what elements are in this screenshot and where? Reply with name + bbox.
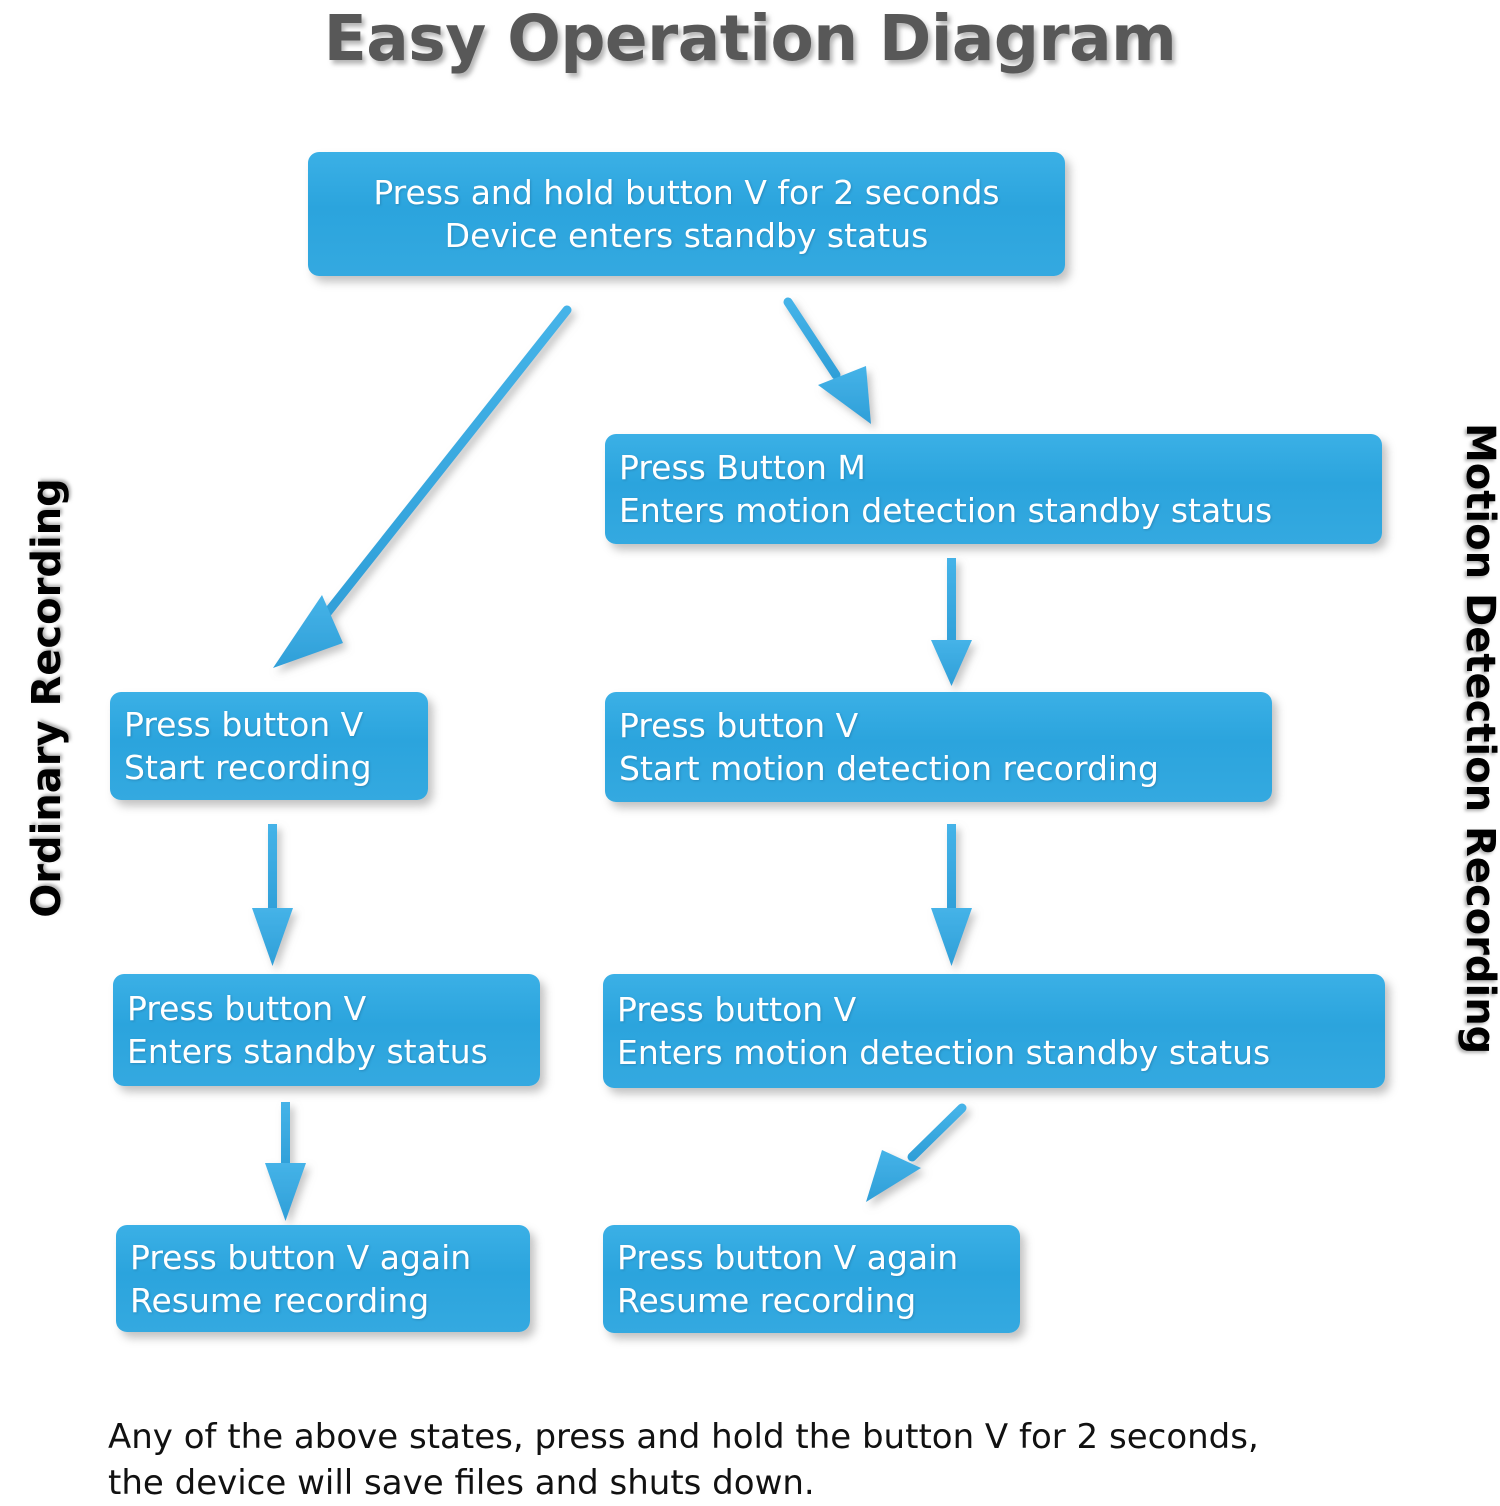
- box-line-2: Start motion detection recording: [619, 749, 1159, 788]
- box-line-2: Enters motion detection standby status: [617, 1033, 1271, 1072]
- box-ordinary-start-recording[interactable]: Press button V Start recording: [110, 692, 428, 800]
- box-line-1: Press and hold button V for 2 seconds: [373, 173, 1000, 212]
- section-label-ordinary-recording: Ordinary Recording: [24, 478, 70, 918]
- arrow-motion-standby-to-motion-start: [931, 558, 972, 686]
- section-label-motion-detection-recording: Motion Detection Recording: [1457, 423, 1500, 1055]
- box-line-2: Start recording: [124, 748, 372, 787]
- box-motion-start-recording[interactable]: Press button V Start motion detection re…: [605, 692, 1272, 802]
- arrow-ordinary-start-to-ordinary-standby: [252, 824, 293, 966]
- page-title: Easy Operation Diagram: [323, 2, 1177, 75]
- box-line-2: Enters motion detection standby status: [619, 491, 1273, 530]
- box-line-1: Press Button M: [619, 448, 866, 487]
- arrow-start-to-motion-standby: [783, 297, 871, 424]
- arrow-motion-standby2-to-motion-resume: [866, 1103, 967, 1202]
- footer-note: Any of the above states, press and hold …: [108, 1414, 1428, 1506]
- box-line-2: Resume recording: [617, 1281, 917, 1320]
- box-line-1: Press button V again: [130, 1237, 472, 1277]
- arrow-motion-start-to-motion-standby2: [931, 824, 972, 966]
- box-ordinary-resume-recording[interactable]: Press button V again Resume recording: [116, 1225, 530, 1332]
- box-motion-resume-recording[interactable]: Press button V again Resume recording: [603, 1225, 1020, 1333]
- footer-line-1: Any of the above states, press and hold …: [108, 1417, 1259, 1457]
- box-ordinary-standby[interactable]: Press button V Enters standby status: [113, 974, 540, 1086]
- arrow-ordinary-standby-to-ordinary-resume: [265, 1102, 306, 1221]
- box-line-1: Press button V: [617, 990, 857, 1029]
- box-line-2: Resume recording: [130, 1280, 430, 1320]
- footer-line-2: the device will save files and shuts dow…: [108, 1463, 815, 1503]
- arrow-start-to-ordinary-start: [273, 305, 572, 668]
- box-line-2: Enters standby status: [127, 1032, 488, 1071]
- box-line-1: Press button V: [127, 989, 367, 1028]
- box-motion-detection-standby-again[interactable]: Press button V Enters motion detection s…: [603, 974, 1385, 1088]
- box-line-1: Press button V: [619, 706, 859, 745]
- box-press-hold-start[interactable]: Press and hold button V for 2 seconds De…: [308, 152, 1065, 276]
- box-motion-detection-standby[interactable]: Press Button M Enters motion detection s…: [605, 434, 1382, 544]
- box-line-1: Press button V: [124, 705, 364, 744]
- box-line-2: Device enters standby status: [444, 216, 929, 255]
- box-line-1: Press button V again: [617, 1238, 959, 1277]
